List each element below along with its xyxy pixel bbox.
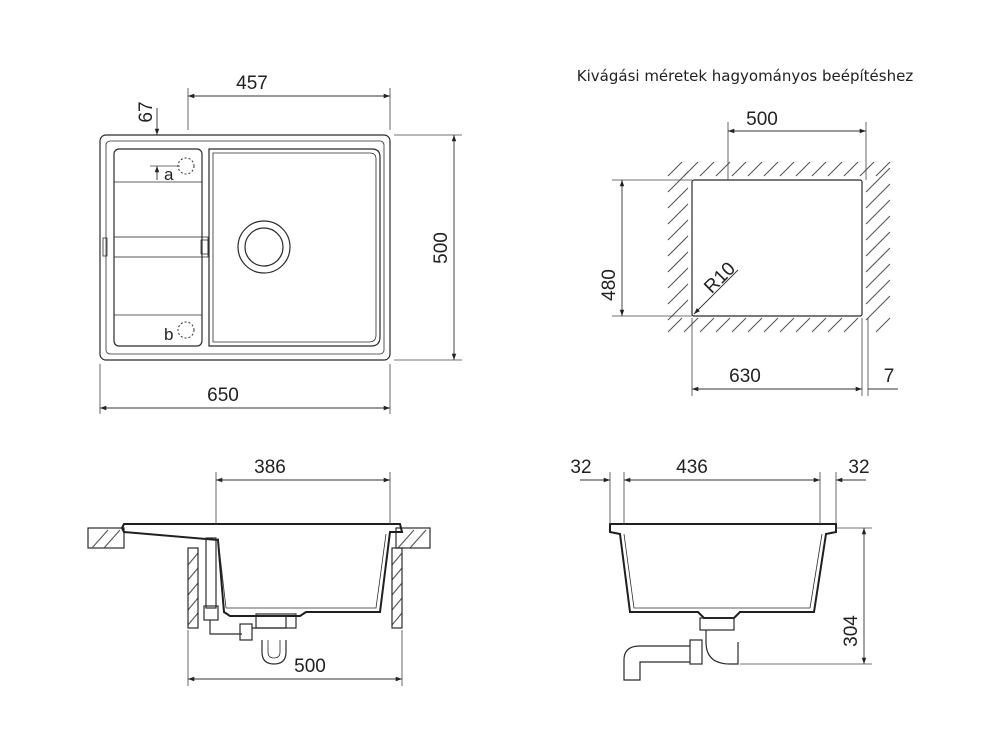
tap-hole-b-label: b <box>164 325 173 344</box>
dim-front-32-right-label: 32 <box>848 457 869 478</box>
sink-inner-outline <box>105 140 385 355</box>
dim-side-500-label: 500 <box>294 656 326 677</box>
drainboard <box>113 148 203 347</box>
cutout-caption: Kivágási méretek hagyományos beépítéshez <box>577 67 914 85</box>
tap-hole-a-label: a <box>164 165 174 184</box>
dim-cutout-7-label: 7 <box>884 366 895 387</box>
cutout-opening <box>691 179 863 317</box>
drain-outer <box>237 220 291 274</box>
dim-67-label: 67 <box>136 101 157 122</box>
dim-cutout-500-label: 500 <box>746 109 778 130</box>
front-view: 32 436 32 304 <box>570 457 872 681</box>
cabinet-wall-right <box>391 547 403 629</box>
side-sink-profile <box>120 523 404 617</box>
dim-radius-label: R10 <box>700 258 739 297</box>
drain-inner <box>244 227 284 267</box>
dim-side-386-label: 386 <box>254 457 286 478</box>
dim-front-436-label: 436 <box>676 457 708 478</box>
dim-front-32-left-label: 32 <box>570 457 591 478</box>
top-view: a b 457 67 500 650 <box>99 73 462 414</box>
cutout-view: Kivágási méretek hagyományos beépítéshez <box>577 67 914 396</box>
dim-front-304-label: 304 <box>841 615 862 647</box>
front-sink-profile <box>609 523 837 619</box>
dim-cutout-630-label: 630 <box>729 366 761 387</box>
side-view: 386 500 <box>87 457 431 686</box>
dim-cutout-480-label: 480 <box>599 269 620 301</box>
dim-650-label: 650 <box>207 385 239 406</box>
bowl-outline <box>208 148 381 347</box>
sink-outline <box>99 134 391 361</box>
tap-hole-b-icon <box>177 321 195 339</box>
dim-500-height-label: 500 <box>431 232 452 264</box>
countertop-hatch <box>667 161 891 333</box>
cabinet-wall-left <box>187 547 199 629</box>
dim-457-label: 457 <box>236 73 268 94</box>
tap-hole-a-icon <box>177 157 195 175</box>
